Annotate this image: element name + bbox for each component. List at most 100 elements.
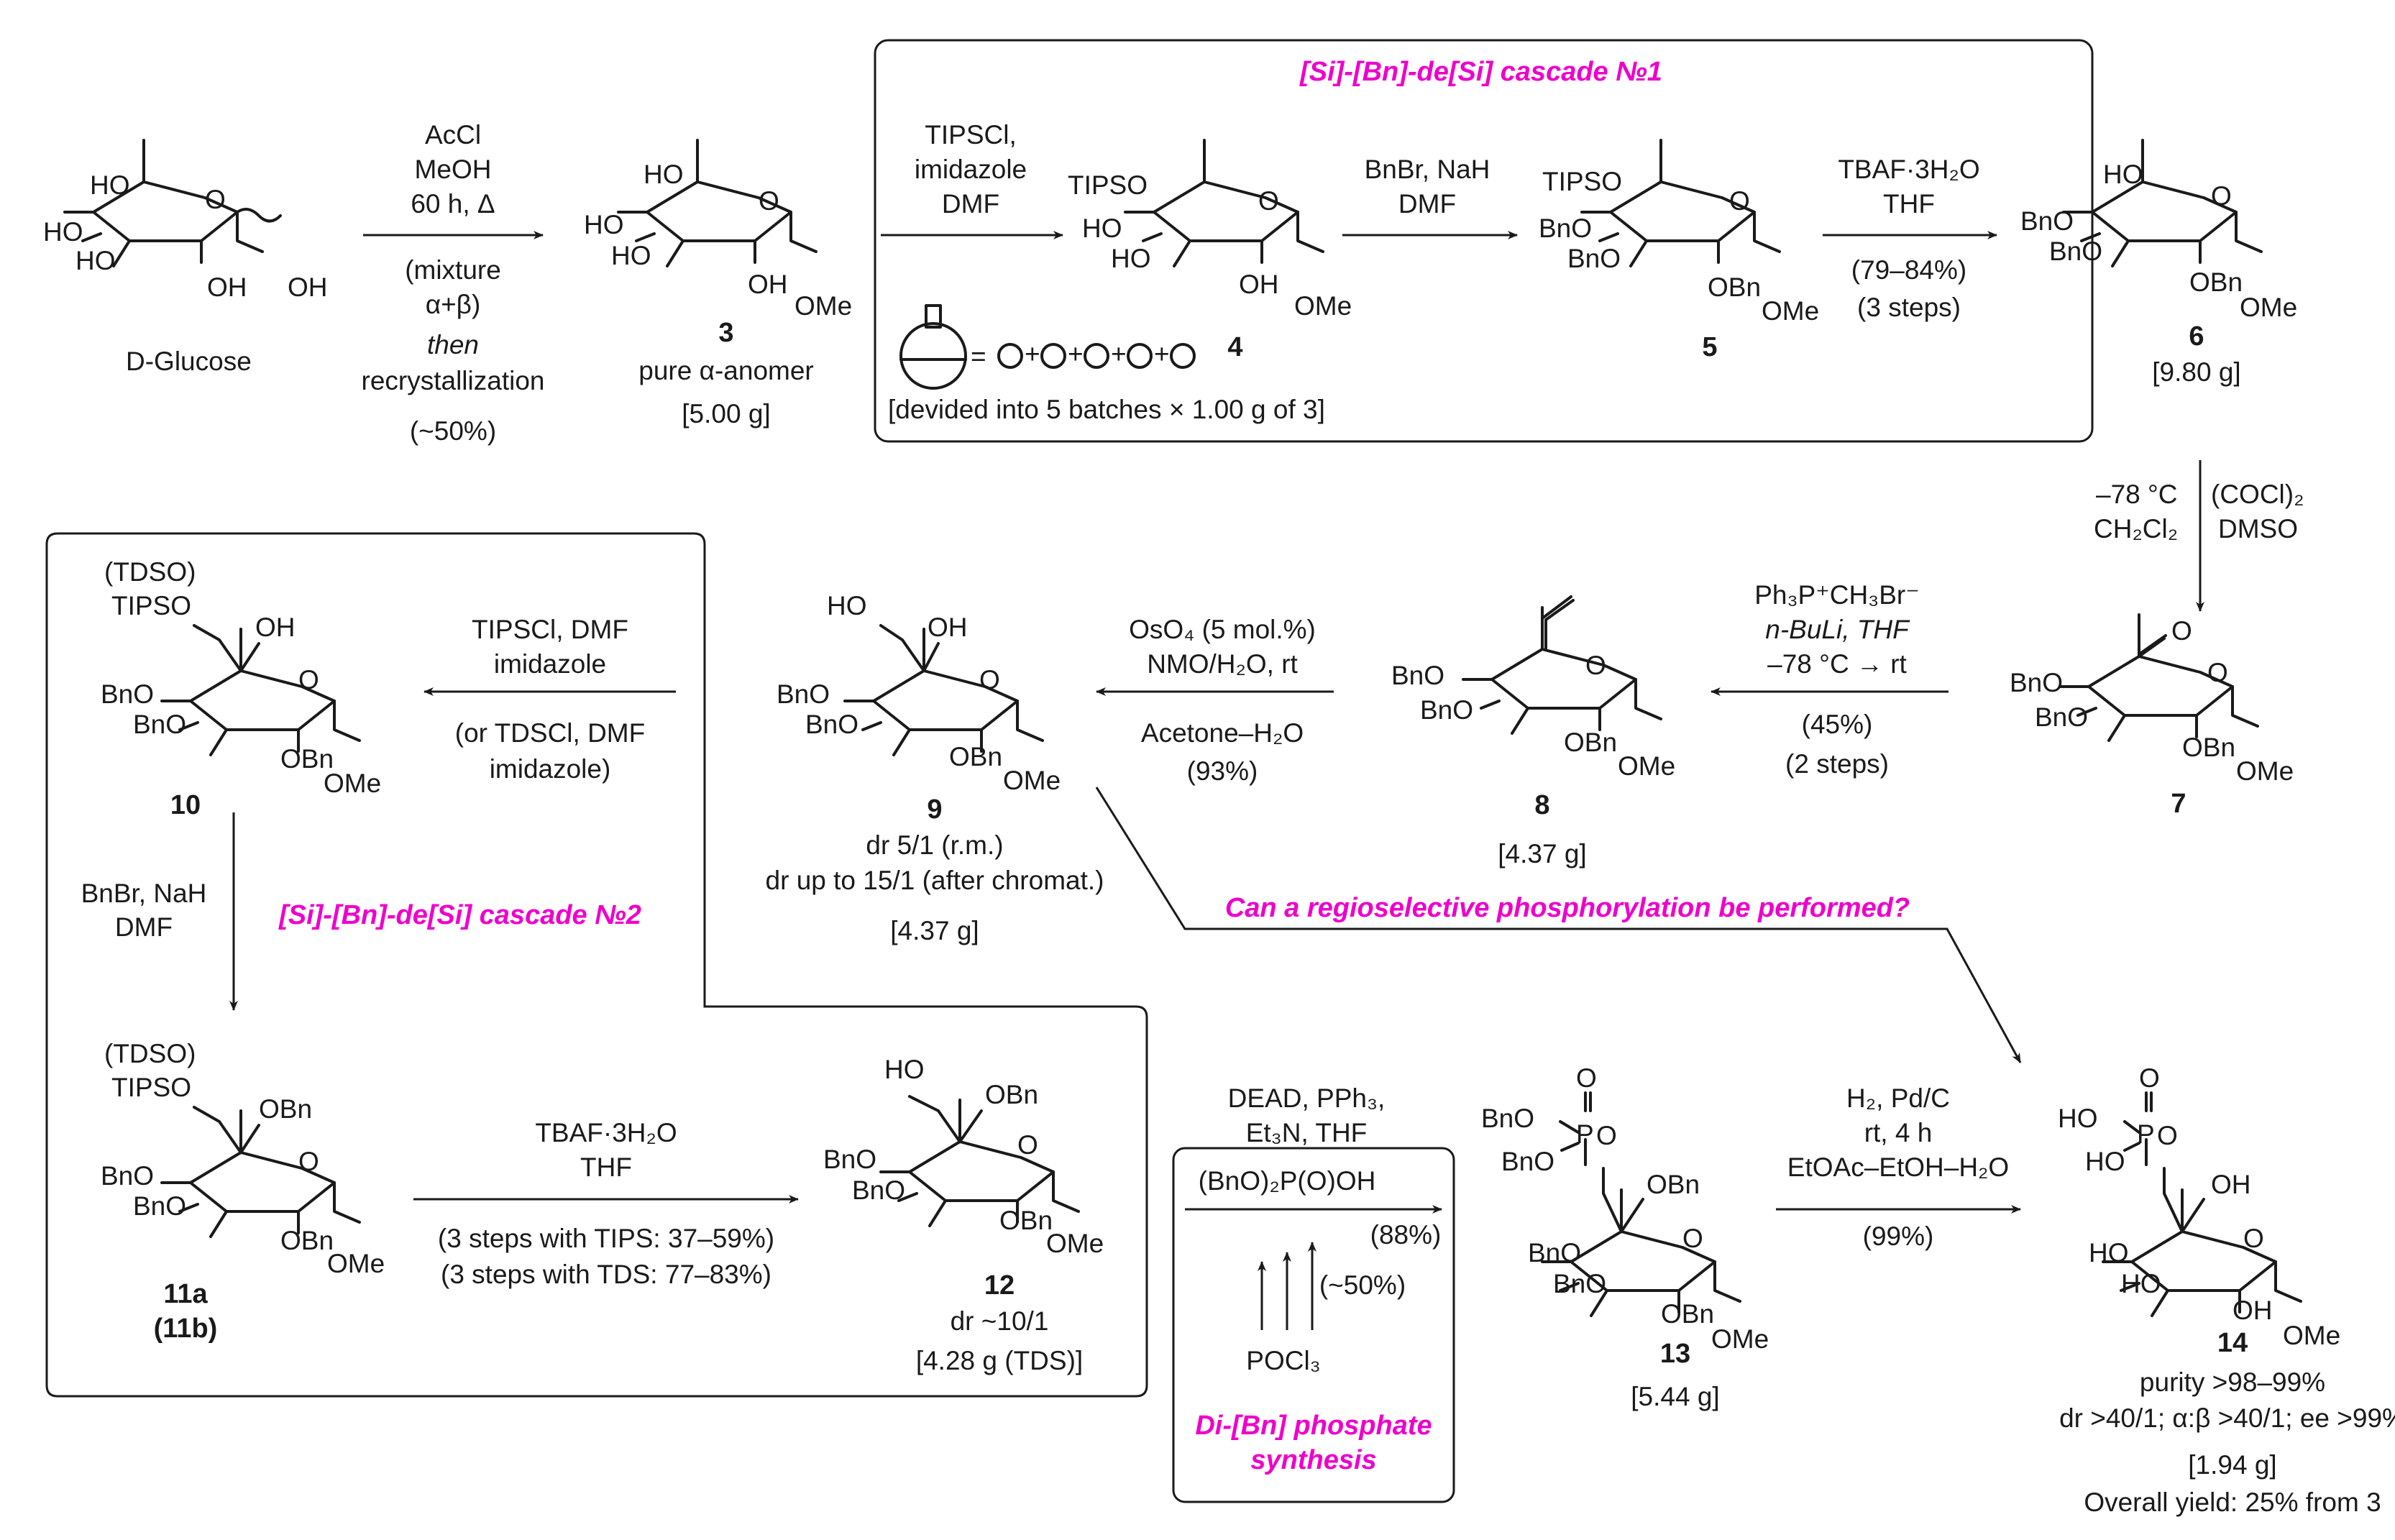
svg-text:O: O bbox=[298, 665, 319, 695]
compound-7-atoms: O BnO BnO OBn O OMe bbox=[2010, 616, 2294, 786]
svg-text:(88%): (88%) bbox=[1370, 1220, 1442, 1250]
compound-6-atoms: HO BnO BnO OBn O OMe bbox=[2020, 160, 2297, 322]
compound-13-structure bbox=[1541, 1091, 1741, 1317]
compound-5-atoms: TIPSO BnO BnO OBn O OMe bbox=[1539, 167, 1819, 326]
svg-text:OBn: OBn bbox=[985, 1080, 1038, 1109]
cascade1-box bbox=[874, 39, 2094, 443]
step9-conditions: BnBr, NaH DMF bbox=[81, 879, 207, 942]
svg-text:then: then bbox=[427, 330, 479, 359]
svg-text:HO: HO bbox=[2058, 1104, 2098, 1133]
svg-text:+: + bbox=[1025, 339, 1040, 369]
svg-text:14: 14 bbox=[2217, 1328, 2248, 1358]
svg-text:OsO₄ (5 mol.%): OsO₄ (5 mol.%) bbox=[1129, 615, 1316, 644]
svg-text:HO: HO bbox=[611, 241, 651, 270]
compound-10-structure bbox=[160, 624, 361, 756]
compound-4-atoms: TIPSO HO HO OH O OMe bbox=[1068, 170, 1352, 321]
step5-conditions: –78 °C CH₂Cl₂ (COCl)₂ DMSO bbox=[2094, 480, 2304, 544]
svg-text:(93%): (93%) bbox=[1187, 756, 1258, 786]
svg-text:OH: OH bbox=[1239, 270, 1279, 299]
compound-7-number: 7 bbox=[2171, 789, 2186, 819]
svg-text:(~50%): (~50%) bbox=[410, 416, 496, 446]
svg-text:BnO: BnO bbox=[1481, 1104, 1534, 1133]
svg-text:BnO: BnO bbox=[1539, 214, 1592, 243]
compound-8-structure bbox=[1462, 595, 1662, 735]
svg-text:13: 13 bbox=[1660, 1339, 1690, 1369]
svg-text:O: O bbox=[1017, 1130, 1038, 1160]
svg-text:synthesis: synthesis bbox=[1250, 1445, 1376, 1475]
svg-text:BnO: BnO bbox=[777, 679, 830, 709]
svg-text:BnO: BnO bbox=[852, 1175, 905, 1205]
svg-text:(79–84%): (79–84%) bbox=[1851, 255, 1966, 285]
svg-text:9: 9 bbox=[927, 794, 942, 825]
svg-text:BnO: BnO bbox=[2010, 668, 2063, 697]
svg-text:BnO: BnO bbox=[1567, 244, 1621, 273]
svg-text:OMe: OMe bbox=[2236, 756, 2294, 786]
svg-text:OBn: OBn bbox=[1647, 1170, 1700, 1199]
svg-text:TIPSCl,: TIPSCl, bbox=[925, 120, 1016, 150]
phosphate-box bbox=[1172, 1147, 1455, 1503]
svg-text:HO: HO bbox=[2089, 1238, 2129, 1268]
svg-text:8: 8 bbox=[1534, 790, 1549, 820]
svg-text:OH: OH bbox=[207, 272, 247, 302]
svg-text:(~50%): (~50%) bbox=[1319, 1270, 1406, 1300]
step11-conditions: DEAD, PPh₃, Et₃N, THF (BnO)₂P(O)OH (88%)… bbox=[1195, 1083, 1441, 1475]
svg-text:[5.44 g]: [5.44 g] bbox=[1631, 1382, 1719, 1411]
svg-text:TIPSCl, DMF: TIPSCl, DMF bbox=[472, 615, 628, 644]
svg-text:TIPSO: TIPSO bbox=[1542, 167, 1622, 196]
cascade2-title: [Si]-[Bn]-de[Si] cascade №2 bbox=[278, 900, 641, 930]
svg-text:TIPSO: TIPSO bbox=[1068, 170, 1148, 200]
svg-text:BnO: BnO bbox=[2035, 702, 2088, 732]
svg-text:OMe: OMe bbox=[1618, 751, 1675, 781]
svg-text:pure α-anomer: pure α-anomer bbox=[638, 356, 814, 385]
svg-text:BnO: BnO bbox=[823, 1145, 876, 1174]
step2-conditions: TIPSCl, imidazole DMF bbox=[915, 120, 1027, 219]
svg-text:HO: HO bbox=[1111, 244, 1151, 273]
svg-text:(45%): (45%) bbox=[1802, 710, 1873, 739]
svg-text:Et₃N, THF: Et₃N, THF bbox=[1246, 1118, 1368, 1147]
compound-12-structure bbox=[879, 1095, 1080, 1227]
svg-text:HO: HO bbox=[1082, 214, 1122, 243]
step12-conditions: H₂, Pd/C rt, 4 h EtOAc–EtOH–H₂O (99%) bbox=[1787, 1083, 2009, 1251]
svg-text:BnO: BnO bbox=[133, 1191, 186, 1221]
compound-12-atoms: HO OBn BnO BnO OBn O OMe bbox=[823, 1055, 1104, 1258]
svg-text:dr ~10/1: dr ~10/1 bbox=[951, 1306, 1049, 1336]
svg-text:Ph₃P⁺CH₃Br⁻: Ph₃P⁺CH₃Br⁻ bbox=[1754, 580, 1920, 610]
compound-11-atoms: (TDSO) TIPSO OBn BnO BnO OBn O OMe bbox=[101, 1039, 385, 1278]
svg-text:6: 6 bbox=[2189, 321, 2204, 352]
svg-text:3: 3 bbox=[718, 318, 733, 348]
svg-text:(or TDSCl, DMF: (or TDSCl, DMF bbox=[455, 718, 645, 748]
svg-text:imidazole: imidazole bbox=[494, 649, 606, 679]
svg-text:OBn: OBn bbox=[1564, 728, 1617, 757]
svg-text:(3 steps with TIPS: 37–59%): (3 steps with TIPS: 37–59%) bbox=[438, 1224, 774, 1253]
svg-text:O: O bbox=[2139, 1063, 2160, 1093]
svg-text:Overall yield: 25% from 3: Overall yield: 25% from 3 bbox=[2084, 1488, 2381, 1517]
svg-text:recrystallization: recrystallization bbox=[362, 366, 545, 395]
svg-text:(TDSO): (TDSO) bbox=[104, 557, 196, 587]
svg-text:O: O bbox=[2211, 181, 2232, 211]
svg-text:60 h, Δ: 60 h, Δ bbox=[411, 189, 495, 219]
svg-text:OMe: OMe bbox=[2283, 1321, 2340, 1350]
compound-14-labels: 14 purity >98–99% dr >40/1; α:β >40/1; e… bbox=[2059, 1328, 2395, 1517]
svg-text:O: O bbox=[2207, 658, 2228, 687]
svg-text:OMe: OMe bbox=[1711, 1324, 1769, 1354]
svg-text:HO: HO bbox=[884, 1055, 925, 1084]
svg-text:[9.80 g]: [9.80 g] bbox=[2152, 357, 2240, 387]
svg-text:imidazole): imidazole) bbox=[490, 754, 611, 784]
svg-text:O: O bbox=[1596, 1121, 1617, 1150]
svg-text:O: O bbox=[2243, 1224, 2264, 1253]
svg-text:[1.94 g]: [1.94 g] bbox=[2188, 1450, 2276, 1480]
svg-text:O: O bbox=[1258, 186, 1279, 216]
svg-text:OH: OH bbox=[288, 272, 328, 302]
question-text: Can a regioselective phosphorylation be … bbox=[1225, 893, 1910, 923]
svg-text:TIPSO: TIPSO bbox=[111, 591, 191, 620]
svg-text:OH: OH bbox=[928, 613, 968, 642]
svg-text:n-BuLi, THF: n-BuLi, THF bbox=[1765, 615, 1910, 644]
svg-text:OMe: OMe bbox=[324, 769, 381, 798]
svg-text:P: P bbox=[2137, 1119, 2155, 1149]
svg-text:THF: THF bbox=[1883, 189, 1935, 219]
svg-text:OMe: OMe bbox=[2240, 293, 2297, 322]
glucose-structure bbox=[63, 139, 282, 267]
svg-text:imidazole: imidazole bbox=[915, 155, 1027, 184]
svg-text:HO: HO bbox=[2121, 1269, 2161, 1298]
